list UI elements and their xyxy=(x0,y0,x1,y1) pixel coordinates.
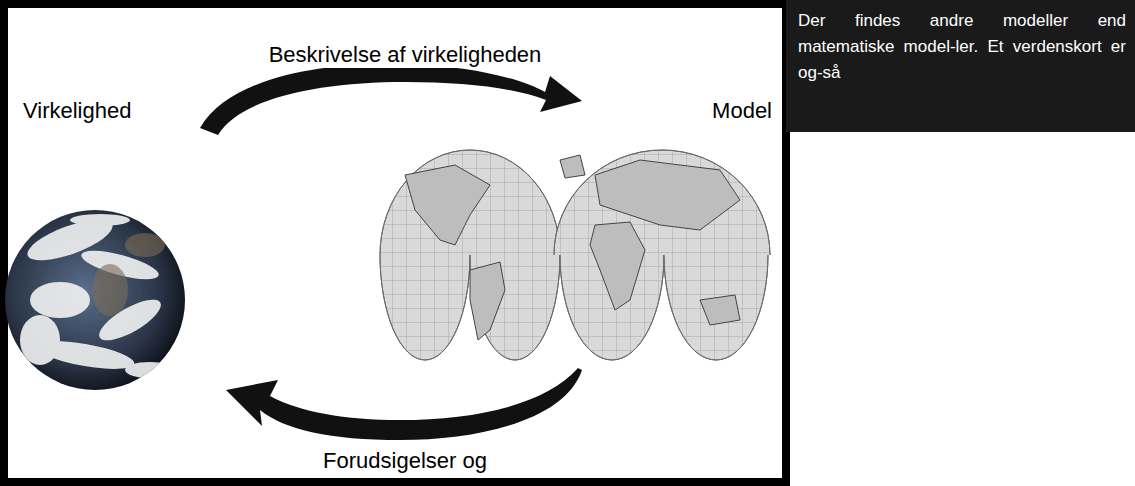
arrow-label: Forudsigelser og xyxy=(320,448,490,474)
side-note: Der findes andre modeller end matematisk… xyxy=(798,8,1126,86)
curved-arrow xyxy=(200,64,582,440)
arrow-label: Beskrivelse af virkeligheden xyxy=(266,42,545,68)
picture-label: Virkelighed xyxy=(20,98,134,124)
earth-picture xyxy=(5,210,185,390)
picture-label: Model xyxy=(709,98,775,124)
world-map xyxy=(380,150,770,360)
